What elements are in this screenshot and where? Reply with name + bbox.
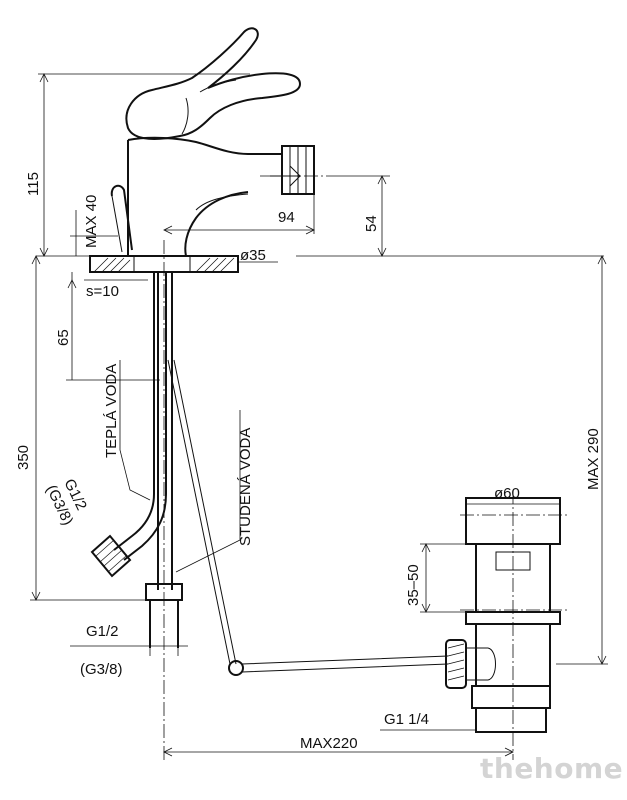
dim-dia-35: ø35: [240, 247, 266, 264]
dim-115: 115: [25, 172, 42, 196]
dim-35-50: 35–50: [405, 564, 422, 606]
label-thread-bottom-alt: (G3/8): [80, 661, 123, 678]
dim-54: 54: [363, 215, 380, 232]
dim-94: 94: [278, 209, 295, 226]
label-hot-water: TEPLÁ VODA: [103, 364, 120, 458]
dim-350: 350: [15, 445, 32, 470]
dim-max-290: MAX 290: [585, 428, 602, 490]
popup-waste: [445, 497, 561, 733]
dim-s-10: s=10: [86, 283, 119, 300]
label-thread-bottom: G1/2: [86, 623, 119, 640]
dim-max-220: MAX220: [300, 735, 358, 752]
dimension-lines: [30, 73, 608, 757]
dimension-text: 115 MAX 40 94 54 ø35 s=10 65 350 MAX 290…: [15, 172, 602, 752]
dim-dia-60: ø60: [494, 485, 520, 502]
annotation-text: TEPLÁ VODA STUDENÁ VODA G1/2 (G3/8) G1/2…: [42, 364, 429, 728]
watermark: thehome: [480, 752, 623, 785]
dim-65: 65: [55, 329, 72, 346]
dim-max-40: MAX 40: [83, 195, 100, 248]
faucet-body: [89, 27, 449, 676]
label-cold-water: STUDENÁ VODA: [237, 428, 254, 546]
label-thread-drain: G1 1/4: [384, 711, 429, 728]
center-lines: [163, 175, 570, 760]
